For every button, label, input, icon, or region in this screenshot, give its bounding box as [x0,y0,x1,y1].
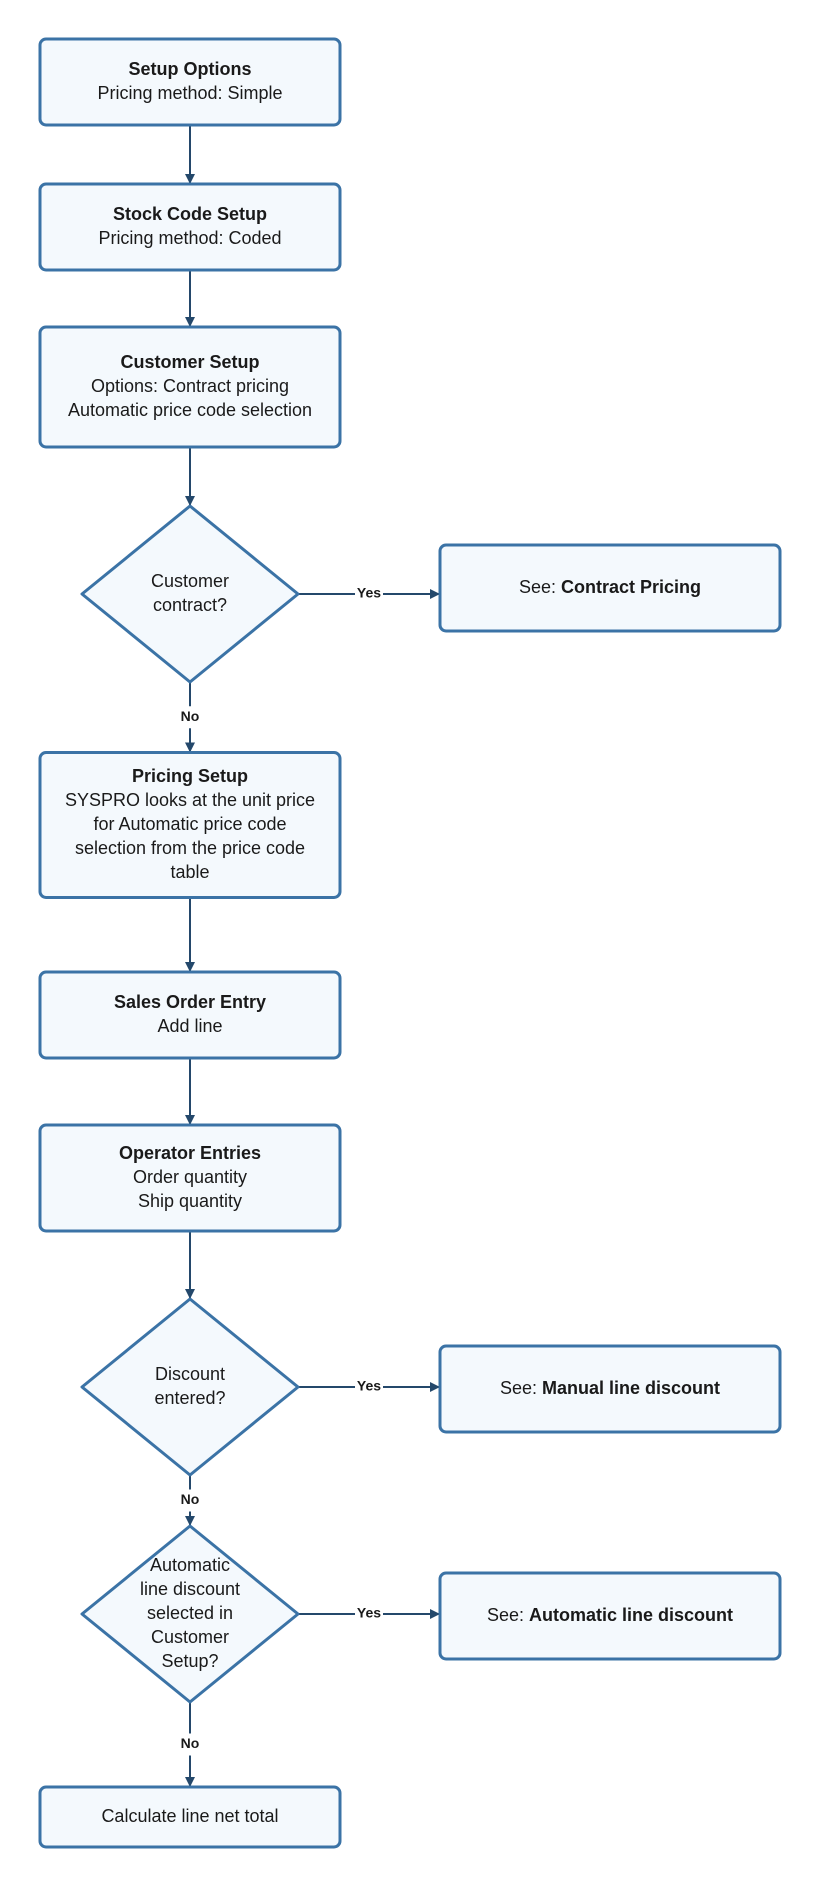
node-line: Add line [157,1016,222,1036]
edge-label-no: No [181,1491,200,1507]
node-line: table [170,862,209,882]
node-line: Setup? [161,1651,218,1671]
see-prefix: See: [519,577,561,597]
node-line: contract? [153,595,227,615]
reference-link[interactable]: Manual line discount [542,1378,720,1398]
process-box-shape [438,543,782,633]
edge-label-no: No [181,1735,200,1751]
see-link-text: See: Automatic line discount [487,1605,733,1625]
edge-customer-contract-to-pricing-setup: No [181,682,200,753]
reference-link[interactable]: Contract Pricing [561,577,701,597]
see-link-text: See: Manual line discount [500,1378,720,1398]
calculate-net-total-node: Calculate line net total [38,1785,342,1849]
node-line: line discount [140,1579,240,1599]
process-box-shape [438,1571,782,1661]
node-title: Setup Options [129,59,252,79]
node-line: Automatic [150,1555,230,1575]
process-box-shape [38,182,342,272]
node-title: Operator Entries [119,1143,261,1163]
process-box-shape [38,970,342,1060]
edge-auto-line-discount-check-to-calculate-net-total: No [181,1702,200,1787]
process-box-shape [38,751,342,899]
contract-pricing-node: See: Contract Pricing [438,543,782,633]
node-line: Discount [155,1364,225,1384]
process-box-shape [38,1123,342,1233]
process-box-shape [438,1344,782,1434]
node-line: Options: Contract pricing [91,376,289,396]
decision-diamond-shape [80,1297,300,1477]
edge-discount-entered-to-auto-line-discount-check: No [181,1475,200,1526]
node-line: entered? [154,1388,225,1408]
process-box-shape [38,37,342,127]
node-line: Ship quantity [138,1191,242,1211]
node-line: Pricing method: Coded [98,228,281,248]
node-line: Customer [151,1627,229,1647]
node-line: Calculate line net total [101,1806,278,1826]
edge-customer-contract-to-contract-pricing: Yes [298,585,440,601]
node-line: selected in [147,1603,233,1623]
node-line: SYSPRO looks at the unit price [65,790,315,810]
node-line: Order quantity [133,1167,247,1187]
manual-line-discount-node: See: Manual line discount [438,1344,782,1434]
automatic-line-discount-node: See: Automatic line discount [438,1571,782,1661]
see-prefix: See: [487,1605,529,1625]
edge-label-yes: Yes [357,1605,381,1621]
node-title: Stock Code Setup [113,204,267,224]
discount-entered-node: Discount entered? [80,1297,300,1477]
reference-link[interactable]: Automatic line discount [529,1605,733,1625]
edge-label-yes: Yes [357,1378,381,1394]
process-box-shape [38,325,342,449]
node-line: selection from the price code [75,838,305,858]
edge-label-no: No [181,708,200,724]
see-link-text: See: Contract Pricing [519,577,701,597]
decision-diamond-shape [80,504,300,684]
auto-line-discount-check-node: Automatic line discount selected in Custome… [80,1524,300,1704]
node-line: Automatic price code selection [68,400,312,420]
customer-contract-node: Customer contract? [80,504,300,684]
node-title: Pricing Setup [132,766,248,786]
see-prefix: See: [500,1378,542,1398]
node-title: Customer Setup [120,352,259,372]
process-box-shape [38,1785,342,1849]
edge-label-yes: Yes [357,585,381,601]
node-title: Sales Order Entry [114,992,266,1012]
node-line: for Automatic price code [93,814,286,834]
edge-auto-line-discount-check-to-automatic-line-discount: Yes [298,1605,440,1621]
node-line: Pricing method: Simple [97,83,282,103]
decision-diamond-shape [80,1524,300,1704]
edge-discount-entered-to-manual-line-discount: Yes [298,1378,440,1394]
node-line: Customer [151,571,229,591]
